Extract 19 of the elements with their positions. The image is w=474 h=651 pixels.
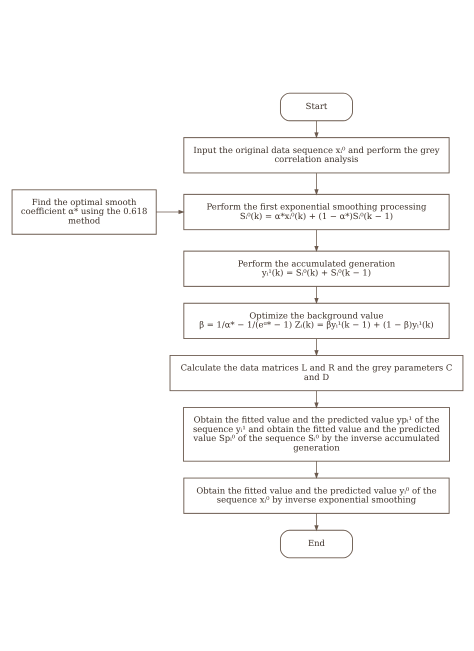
arrow	[314, 338, 318, 356]
arrow	[314, 461, 318, 479]
node-box: Obtain the fitted value and the predicted value ypᵢ¹ of the sequence yᵢ¹ and obtain the fitted value and the predicted value Spᵢ⁰ of the sequence Sᵢ⁰ by the inverse accumulated generation	[182, 407, 450, 462]
arrow	[314, 172, 318, 196]
arrow	[314, 390, 318, 409]
arrow	[314, 286, 318, 304]
node-box: Find the optimal smooth coefficient α* using the 0.618 method	[11, 189, 156, 235]
node-box: Perform the first exponential smoothing processing Sᵢ⁰(k) = α*xᵢ⁰(k) + (1 − α*)Sᵢ⁰(k − 1)	[182, 194, 450, 230]
arrow	[314, 120, 318, 138]
node-box: Start	[279, 92, 352, 122]
node-box: Input the original data sequence xᵢ⁰ and perform the grey correlation analysis	[182, 137, 450, 174]
arrow	[314, 513, 318, 532]
arrow	[314, 230, 318, 252]
arrow	[155, 210, 184, 214]
node-box: End	[279, 530, 352, 558]
node-box: Obtain the fitted value and the predicted value yᵢ⁰ of the sequence xᵢ⁰ by inverse exponential smoothing	[182, 478, 450, 514]
node-box: Perform the accumulated generation yᵢ¹(k) = Sᵢ⁰(k) + Sᵢ⁰(k − 1)	[182, 250, 450, 287]
node-box: Calculate the data matrices L and R and the grey parameters C and D	[169, 354, 463, 392]
node-box: Optimize the background value β = 1/α* − 1/(eᵅ* − 1) Zᵢ(k) = βyᵢ¹(k − 1) + (1 − β)yᵢ¹(k)	[182, 302, 450, 339]
